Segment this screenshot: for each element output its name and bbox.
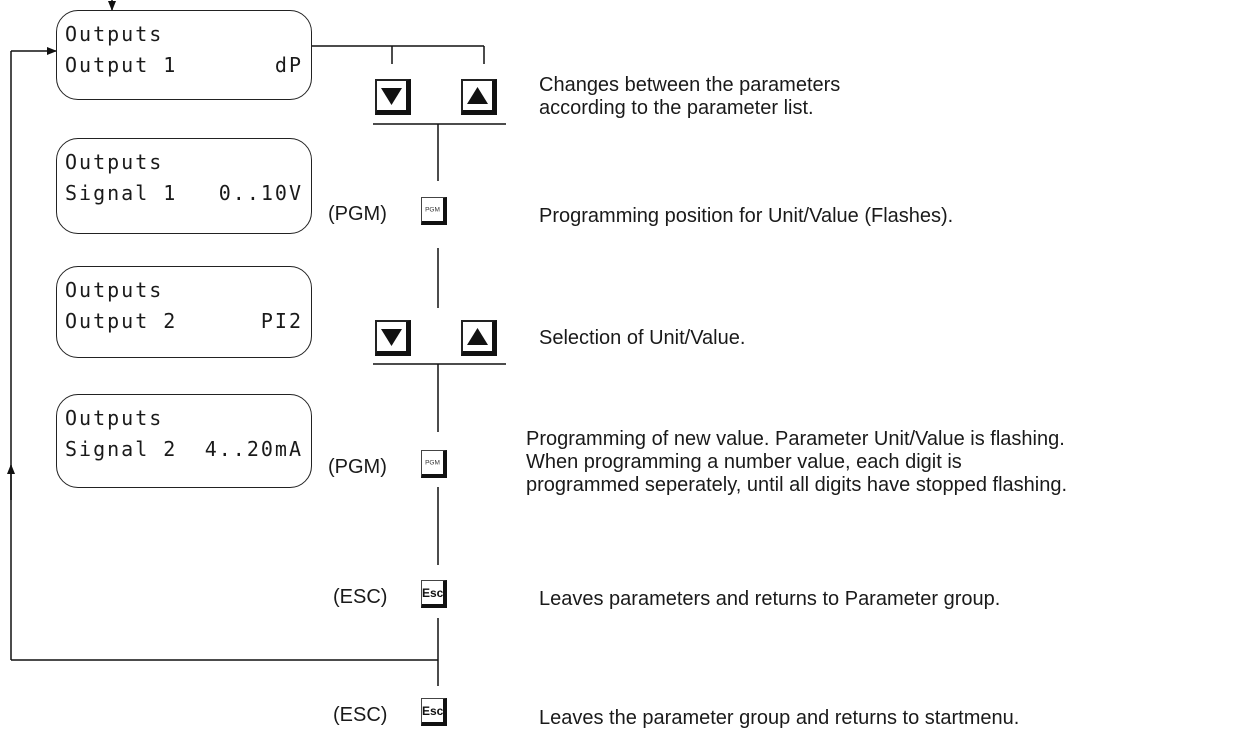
description-line: programmed seperately, until all digits … — [526, 474, 1068, 496]
up-triangle-icon — [467, 328, 488, 345]
esc-key-2[interactable]: Esc — [421, 698, 447, 726]
step-5-description: Leaves parameters and returns to Paramet… — [539, 588, 1000, 611]
down-triangle-icon — [381, 329, 402, 346]
display-output-2: Outputs Output 2 PI2 — [56, 266, 312, 358]
display-line-1: Outputs — [65, 150, 164, 174]
description-line: Programming position for Unit/Value (Fla… — [539, 205, 954, 227]
description-line: Changes between the parameters — [539, 74, 841, 96]
step-3-description: Selection of Unit/Value. — [539, 327, 745, 350]
esc-key-label: Esc — [422, 703, 444, 718]
up-arrow-key[interactable] — [461, 79, 497, 115]
description-line: Selection of Unit/Value. — [539, 327, 746, 349]
display-line-2-left: Signal 1 — [65, 181, 178, 205]
down-arrow-key-2[interactable] — [375, 320, 411, 356]
pgm-key-2[interactable]: PGM — [421, 450, 447, 478]
up-arrow-key-2[interactable] — [461, 320, 497, 356]
description-line: When programming a number value, each di… — [526, 451, 962, 473]
display-line-2-right: PI2 — [260, 309, 303, 333]
step-2-description: Programming position for Unit/Value (Fla… — [539, 205, 953, 228]
step-4-description: Programming of new value. Parameter Unit… — [526, 428, 1067, 497]
display-line-1: Outputs — [65, 22, 164, 46]
up-triangle-icon — [467, 87, 488, 104]
down-triangle-icon — [381, 88, 402, 105]
display-output-1: Outputs Output 1 dP — [56, 10, 312, 100]
display-line-2-right: dP — [274, 53, 303, 77]
esc-paren-label-2: (ESC) — [333, 704, 388, 726]
display-line-2-right: 4..20mA — [204, 437, 303, 461]
display-line-1: Outputs — [65, 406, 164, 430]
description-line: Leaves parameters and returns to Paramet… — [539, 588, 1001, 610]
display-line-2-left: Output 1 — [65, 53, 178, 77]
display-line-2-right: 0..10V — [218, 181, 303, 205]
pgm-key-label: PGM — [425, 206, 440, 213]
display-signal-1: Outputs Signal 1 0..10V — [56, 138, 312, 234]
esc-paren-label: (ESC) — [333, 586, 388, 608]
display-signal-2: Outputs Signal 2 4..20mA — [56, 394, 312, 488]
description-line: Programming of new value. Parameter Unit… — [526, 428, 1065, 450]
description-line: according to the parameter list. — [539, 97, 814, 119]
esc-key[interactable]: Esc — [421, 580, 447, 608]
step-6-description: Leaves the parameter group and returns t… — [539, 707, 1019, 730]
pgm-paren-label-2: (PGM) — [328, 456, 387, 478]
pgm-paren-label: (PGM) — [328, 203, 387, 225]
display-line-2-left: Output 2 — [65, 309, 178, 333]
description-line: Leaves the parameter group and returns t… — [539, 707, 1020, 729]
display-line-2-left: Signal 2 — [65, 437, 178, 461]
esc-key-label: Esc — [422, 585, 444, 600]
down-arrow-key[interactable] — [375, 79, 411, 115]
pgm-key[interactable]: PGM — [421, 197, 447, 225]
pgm-key-label: PGM — [425, 459, 440, 466]
step-1-description: Changes between the parameters according… — [539, 74, 840, 120]
display-line-1: Outputs — [65, 278, 164, 302]
